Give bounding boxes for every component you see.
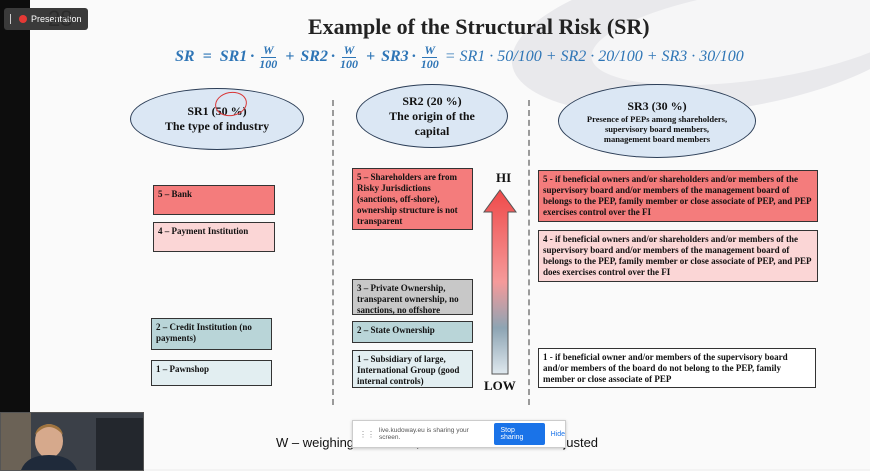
share-message: live.kudoway.eu is sharing your screen. [379,427,469,441]
column-divider [528,100,530,405]
badge-divider [10,14,11,24]
sr3-level-4: 4 - if beneficial owners and/or sharehol… [538,230,818,282]
presenter-video[interactable] [0,412,144,471]
sr3-level-5: 5 - if beneficial owners and/or sharehol… [538,170,818,222]
sr1-level-1: 1 – Pawnshop [151,360,272,386]
sr1-level-5: 5 – Bank [153,185,275,215]
sr2-title: SR2 (20 %) [402,93,462,108]
formula-dot: · [330,48,335,65]
sr2-level-1: 1 – Subsidiary of large, International G… [352,350,473,388]
left-dark-strip [0,0,30,469]
sr2-header-ellipse: SR2 (20 %) The origin of the capital [356,84,508,148]
sr1-subtitle: The type of industry [164,119,270,133]
arrow-low-label: LOW [484,378,516,393]
sr2-level-2: 2 – State Ownership [352,321,473,343]
slide-number: 28 [48,6,73,31]
sr1-level-4: 4 – Payment Institution [153,222,275,252]
stop-sharing-button[interactable]: Stop sharing [494,423,545,445]
sr3-subtitle: Presence of PEPs among shareholders, sup… [586,113,728,144]
presentation-slide: Example of the Structural Risk (SR) SR =… [30,0,870,469]
formula-plus: + [285,48,295,65]
sr1-title: SR1 (50 %) [187,104,247,118]
sr1-header-ellipse: SR1 (50 %) The type of industry [130,88,304,150]
formula-dot: · [250,48,255,65]
formula-eq: = [202,48,212,65]
formula-dot: · [411,48,416,65]
sr2-level-5: 5 – Shareholders are from Risky Jurisdic… [352,168,473,230]
sr2-subtitle: The origin of the capital [389,108,475,138]
sr2-level-3: 3 – Private Ownership, transparent owner… [352,279,473,315]
risk-gradient-arrow [483,189,517,375]
formula-plus: + [365,48,376,65]
arrow-hi-label: HI [496,170,512,185]
hide-button[interactable]: Hide [550,430,565,438]
share-grip-icon: ⋮⋮ [359,429,375,439]
formula-rhs: = SR1 · 50/100 + SR2 · 20/100 + SR3 · 30… [444,48,744,65]
sr3-title: SR3 (30 %) [627,98,687,113]
slide-title: Example of the Structural Risk (SR) [308,14,650,39]
sr3-level-1: 1 - if beneficial owner and/or members o… [538,348,816,388]
formula-sr2: SR2 [300,48,328,65]
recording-dot-icon [19,15,27,23]
formula-sr3: SR3 [381,48,409,65]
presentation-badge[interactable]: Presentation [4,8,88,30]
formula-sr1: SR1 [219,48,248,65]
screen-share-bar: ⋮⋮ live.kudoway.eu is sharing your scree… [352,420,566,448]
column-divider [332,100,334,405]
sr3-header-ellipse: SR3 (30 %) Presence of PEPs among shareh… [558,84,756,158]
presenter-avatar-icon [1,413,143,470]
formula-sr: SR [175,48,195,65]
sr1-level-2: 2 – Credit Institution (no payments) [151,318,272,350]
badge-label: Presentation [31,14,82,24]
